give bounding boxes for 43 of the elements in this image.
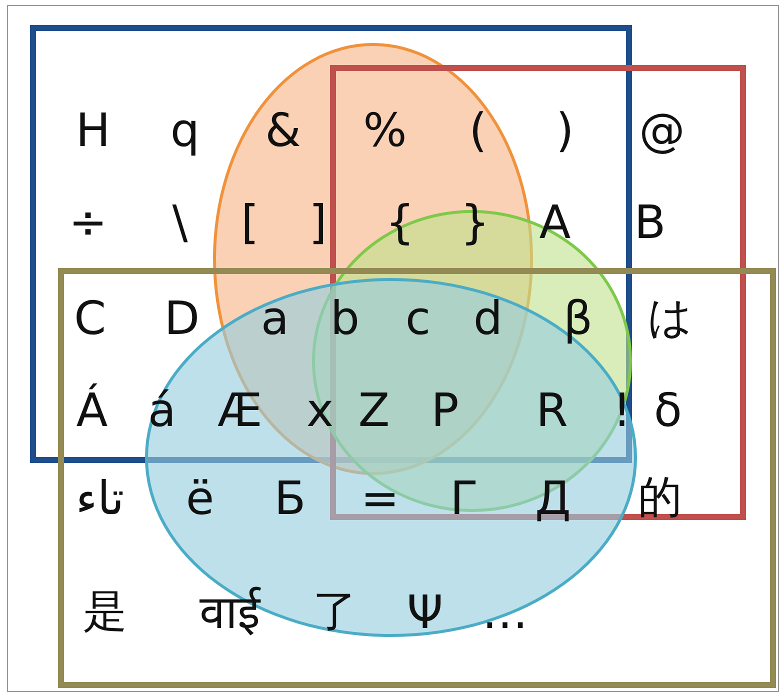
character: H xyxy=(76,107,110,153)
character: ( xyxy=(469,107,487,153)
character: % xyxy=(363,107,407,153)
character: は xyxy=(648,296,692,340)
character: @ xyxy=(639,107,685,153)
character: D xyxy=(164,295,200,341)
character: Æ xyxy=(218,387,262,433)
character: ] xyxy=(309,199,327,245)
character: Д xyxy=(535,475,571,521)
character: 的 xyxy=(638,476,682,520)
character: ! xyxy=(612,387,632,433)
character: Ψ xyxy=(406,589,444,635)
character: ë xyxy=(186,475,214,521)
character: ÷ xyxy=(68,199,108,245)
character: & xyxy=(265,107,301,153)
character: b xyxy=(330,295,360,341)
character: R xyxy=(536,387,568,433)
character: B xyxy=(634,199,666,245)
character: Γ xyxy=(450,475,476,521)
character: Z xyxy=(358,387,390,433)
character: δ xyxy=(654,387,682,433)
character: Б xyxy=(274,475,306,521)
character: C xyxy=(74,295,106,341)
rectangle-region xyxy=(30,25,632,463)
character: \ xyxy=(172,199,188,245)
character: á xyxy=(148,387,176,433)
character: } xyxy=(460,199,490,245)
character: [ xyxy=(241,199,259,245)
character: वाई xyxy=(200,589,260,635)
character: = xyxy=(360,475,400,521)
character: x xyxy=(306,387,334,433)
character: ) xyxy=(556,107,574,153)
character: 是 xyxy=(83,590,127,634)
character: 了 xyxy=(313,590,357,634)
rectangle-region xyxy=(58,268,776,688)
character: d xyxy=(473,295,503,341)
character: c xyxy=(405,295,431,341)
character: تاء xyxy=(76,475,124,521)
rectangle-region xyxy=(330,65,746,520)
character: { xyxy=(385,199,415,245)
character: … xyxy=(482,589,528,635)
character: P xyxy=(431,387,459,433)
character: a xyxy=(260,295,290,341)
